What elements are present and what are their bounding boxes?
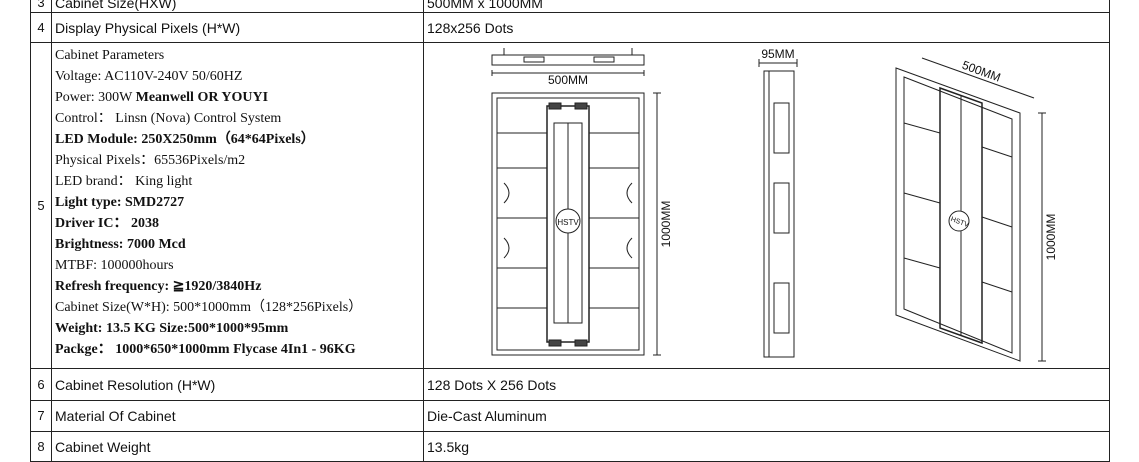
top-view xyxy=(491,48,645,76)
row-number: 7 xyxy=(30,400,52,432)
table-row: 3 Cabinet Size(HXW) 500MM x 1000MM xyxy=(30,0,1110,13)
table-row: 7 Material Of Cabinet Die-Cast Aluminum xyxy=(30,400,1110,432)
params-light-type: Light type: SMD2727 xyxy=(55,195,185,210)
spec-name: Display Physical Pixels (H*W) xyxy=(51,12,424,43)
cabinet-parameters: Cabinet Parameters Voltage: AC110V-240V … xyxy=(51,42,424,369)
row-number: 3 xyxy=(30,0,52,13)
params-led-module: LED Module: 250X250mm（64*64Pixels） xyxy=(55,132,315,147)
table-row: 8 Cabinet Weight 13.5kg xyxy=(30,431,1110,462)
spec-value: 128 Dots X 256 Dots xyxy=(423,368,1110,401)
front-view xyxy=(491,92,645,356)
params-voltage: Voltage: AC110V-240V 50/60HZ xyxy=(55,69,243,84)
table-row: 4 Display Physical Pixels (H*W) 128x256 … xyxy=(30,12,1110,43)
spec-table: 3 Cabinet Size(HXW) 500MM x 1000MM 4 Dis… xyxy=(30,0,1110,462)
table-row: 6 Cabinet Resolution (H*W) 128 Dots X 25… xyxy=(30,368,1110,401)
side-depth-label: 95MM xyxy=(761,47,794,61)
iso-height-label: 1000MM xyxy=(1044,214,1058,261)
params-cabinet-size: Cabinet Size(W*H): 500*1000mm（128*256Pix… xyxy=(55,300,363,315)
iso-width-label: 500MM xyxy=(960,58,1002,85)
params-driver-ic: Driver IC： 2038 xyxy=(55,216,159,231)
spec-name: Material Of Cabinet xyxy=(51,400,424,432)
spec-value: 13.5kg xyxy=(423,431,1110,462)
front-width-label: 500MM xyxy=(548,73,588,87)
params-package: Packge： 1000*650*1000mm Flycase 4In1 - 9… xyxy=(55,342,356,357)
front-height-label: 1000MM xyxy=(659,201,673,248)
cabinet-drawing-cell: 500MM 1000MM HSTV 95MM 500MM 1000MM HSTV xyxy=(423,42,1110,369)
row-number: 6 xyxy=(30,368,52,401)
params-refresh: Refresh frequency: ≧1920/3840Hz xyxy=(55,279,262,294)
params-power: Power: 300W Meanwell OR YOUYI xyxy=(55,90,423,111)
table-row: 5 Cabinet Parameters Voltage: AC110V-240… xyxy=(30,42,1110,369)
isometric-view xyxy=(895,57,1046,362)
params-brightness: Brightness: 7000 Mcd xyxy=(55,237,186,252)
row-number: 4 xyxy=(30,12,52,43)
front-center-logo: HSTV xyxy=(557,218,579,227)
params-led-brand: LED brand： King light xyxy=(55,174,193,189)
params-mtbf: MTBF: 100000hours xyxy=(55,258,174,273)
spec-name: Cabinet Weight xyxy=(51,431,424,462)
cabinet-drawing: 500MM 1000MM HSTV 95MM 500MM 1000MM HSTV xyxy=(491,47,1058,362)
spec-name: Cabinet Size(HXW) xyxy=(51,0,424,13)
params-weight: Weight: 13.5 KG Size:500*1000*95mm xyxy=(55,321,289,336)
params-physical-pixels: Physical Pixels：65536Pixels/m2 xyxy=(55,153,246,168)
params-control: Control： Linsn (Nova) Control System xyxy=(55,111,282,126)
spec-value: Die-Cast Aluminum xyxy=(423,400,1110,432)
power-text: Power: 300W xyxy=(55,90,136,105)
params-title: Cabinet Parameters xyxy=(55,48,165,63)
side-view xyxy=(758,59,798,358)
row-number: 8 xyxy=(30,431,52,462)
spec-value: 128x256 Dots xyxy=(423,12,1110,43)
spec-name: Cabinet Resolution (H*W) xyxy=(51,368,424,401)
row-number: 5 xyxy=(30,42,52,369)
spec-value: 500MM x 1000MM xyxy=(423,0,1110,13)
power-brand: Meanwell OR YOUYI xyxy=(135,90,269,105)
